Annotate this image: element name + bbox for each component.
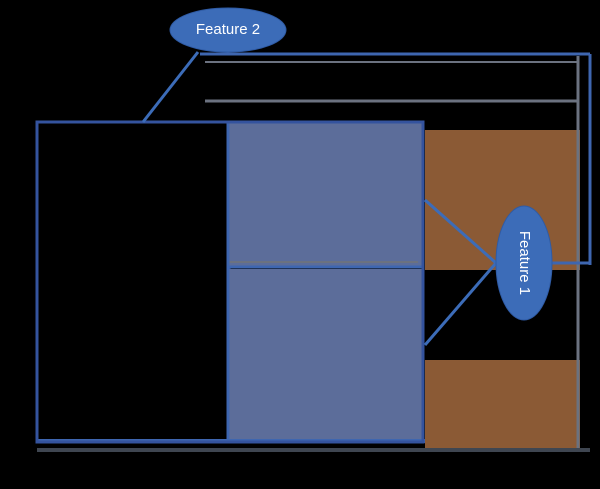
- outer-frame: [35, 120, 425, 444]
- leader-line-feature-1-upper: [424, 198, 497, 265]
- panel-right-lower-brown-band: [425, 360, 580, 450]
- panel-left-dark-panel: [35, 120, 231, 444]
- callout-ellipse-feature-2[interactable]: [169, 7, 287, 53]
- panel-center-lower-panel: [229, 269, 422, 441]
- callout-label-feature-1: Feature 1: [516, 231, 533, 295]
- leader-line-feature-2: [141, 51, 200, 123]
- leader-line-feature-1-lower: [423, 262, 498, 346]
- callout-label-feature-2: Feature 2: [196, 21, 260, 38]
- panel-center-upper-panel: [229, 123, 422, 267]
- callout-ellipse-feature-1[interactable]: [495, 205, 553, 321]
